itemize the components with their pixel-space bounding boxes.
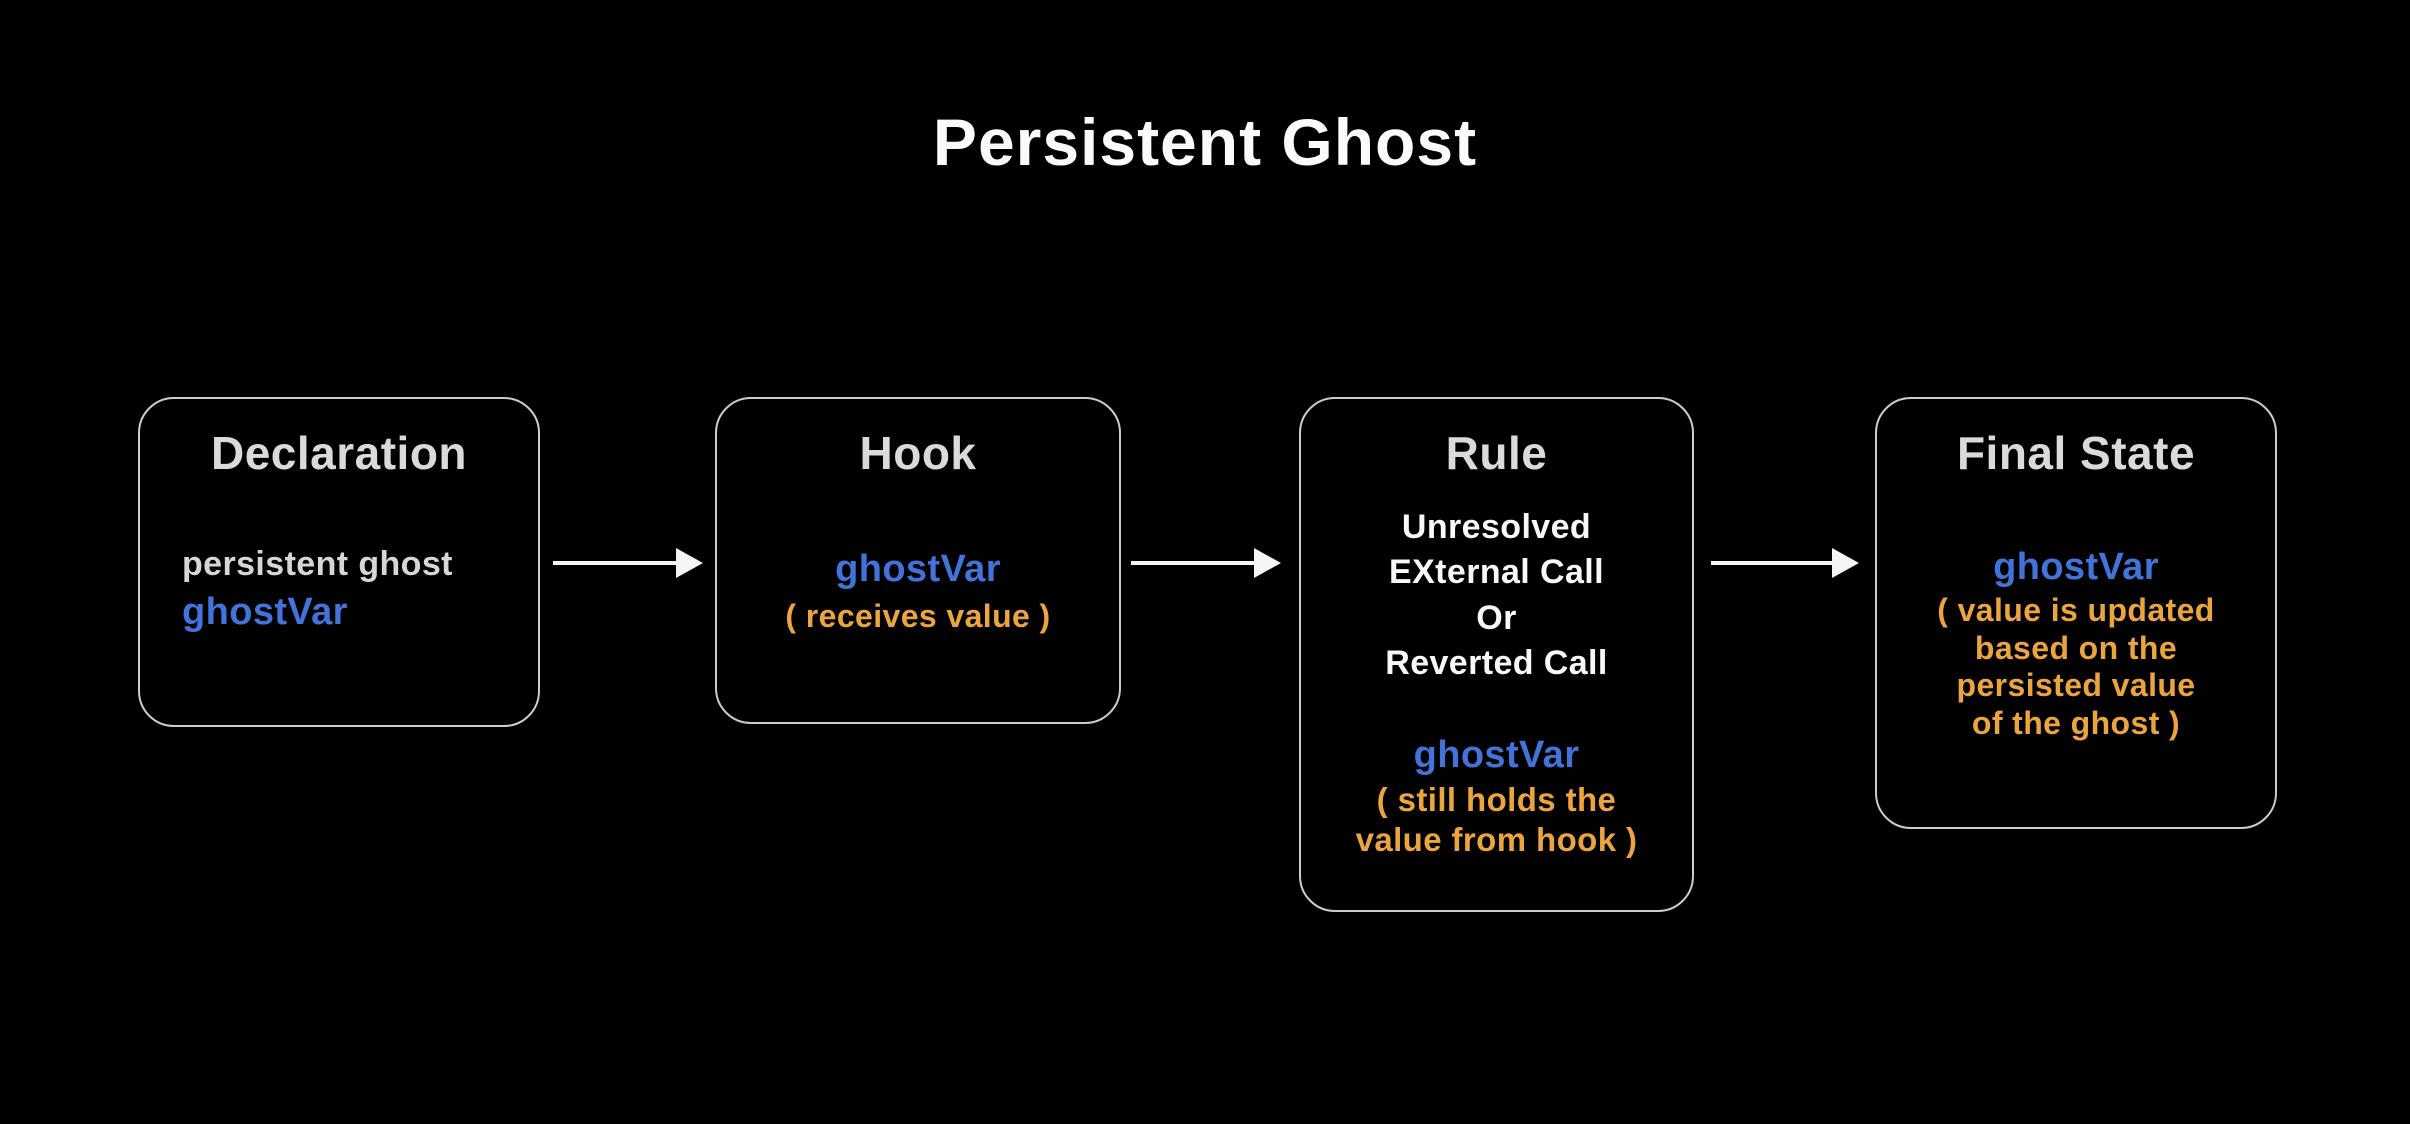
final-state-note-text: based on the (1974, 629, 2178, 666)
arrow-shaft (1711, 561, 1832, 565)
hook-box-body: ghostVar ( receives value ) (717, 545, 1119, 636)
final-state-box-body: ghostVar ( value is updated based on the… (1877, 543, 2275, 743)
rule-condition-text: Reverted Call (1385, 644, 1608, 683)
final-state-note-text: of the ghost ) (1971, 705, 2181, 742)
final-state-box-title: Final State (1956, 427, 2196, 479)
page-title: Persistent Ghost (932, 105, 1478, 179)
rule-box-body: Unresolved EXternal Call Or Reverted Cal… (1301, 505, 1692, 860)
rule-note-text: value from hook ) (1355, 820, 1638, 858)
rule-note-text: ( still holds the (1376, 781, 1617, 819)
final-state-box: Final State ghostVar ( value is updated … (1875, 397, 2277, 829)
arrow-head (676, 548, 703, 578)
arrow-shaft (553, 561, 676, 565)
declaration-box-body: persistent ghost ghostVar (140, 541, 538, 638)
rule-condition-text: EXternal Call (1389, 553, 1604, 592)
final-state-note-text: ( value is updated (1937, 591, 2215, 628)
hook-box: Hook ghostVar ( receives value ) (715, 397, 1121, 724)
rule-condition-text: Unresolved (1401, 507, 1592, 546)
arrow-head (1832, 548, 1859, 578)
arrow-shaft (1131, 561, 1254, 565)
ghost-var-label: ghostVar (1413, 733, 1580, 776)
final-state-note-text: persisted value (1956, 667, 2196, 704)
declaration-keyword-text: persistent ghost (182, 544, 453, 583)
rule-box-title: Rule (1445, 427, 1548, 479)
arrow-right-icon (553, 547, 703, 579)
ghost-var-label: ghostVar (835, 547, 1001, 590)
rule-condition-text: Or (1476, 598, 1517, 637)
hook-note-text: ( receives value ) (785, 597, 1051, 634)
arrow-right-icon (1131, 547, 1281, 579)
rule-box: Rule Unresolved EXternal Call Or Reverte… (1299, 397, 1694, 912)
arrow-head (1254, 548, 1281, 578)
ghost-var-label: ghostVar (1993, 545, 2159, 588)
declaration-box-title: Declaration (210, 427, 468, 479)
ghost-var-label: ghostVar (182, 591, 348, 634)
arrow-right-icon (1711, 547, 1859, 579)
hook-box-title: Hook (859, 427, 977, 479)
declaration-box: Declaration persistent ghost ghostVar (138, 397, 540, 727)
